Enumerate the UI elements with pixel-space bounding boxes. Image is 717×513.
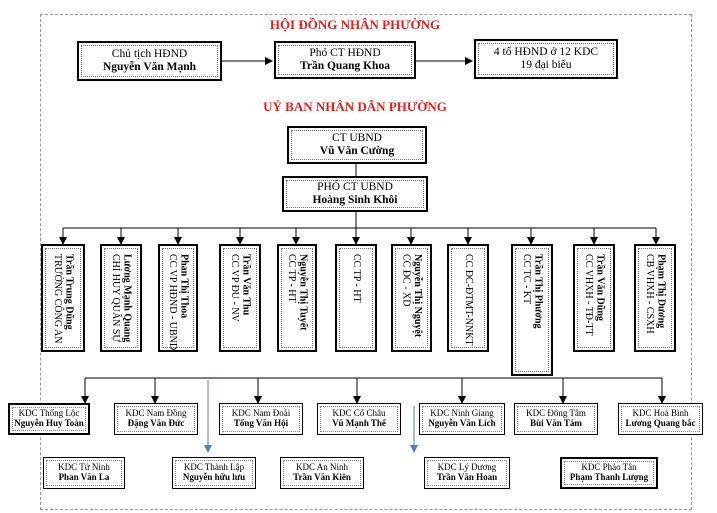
kdc-head: Đặng Văn Đức: [127, 418, 185, 428]
kdc-head: Tống Văn Hội: [233, 418, 289, 428]
dept-role: CHỈ HUY QUÂN SỰ: [110, 254, 121, 343]
dept-role: CC TC - KT: [521, 254, 532, 305]
dept-role: CC TP - HT: [350, 254, 362, 303]
kdc-box: KDC Đông Tâm Bùi Văn Tám: [514, 403, 598, 435]
committee-chair-name: Vũ Văn Cường: [319, 145, 395, 157]
kdc-head: Nguyễn hữu lưu: [182, 472, 246, 482]
dept-role: CC VHXH - TĐ-TT: [583, 254, 594, 336]
kdc-label: KDC Nam Đoài: [231, 408, 291, 419]
committee-vice-box: PHÓ CT UBND Hoàng Sinh Khôi: [282, 176, 428, 212]
dept-name: Trần Văn Dũng: [594, 254, 606, 321]
kdc-label: KDC Nam Đồng: [125, 408, 187, 419]
dept-box: CB VHXH - CSXH Phạm Thị Dương: [634, 244, 676, 352]
kdc-label: KDC Lý Dương: [437, 462, 497, 473]
committee-vice-role: PHÓ CT UBND: [317, 181, 393, 194]
kdc-label: KDC Phảo Tân: [581, 462, 637, 473]
council-delegates-box: 4 tổ HĐND ở 12 KDC 19 đại biểu: [474, 39, 618, 79]
council-chair-box: Chủ tịch HĐND Nguyễn Văn Mạnh: [77, 41, 222, 81]
delegates-line1: 4 tổ HĐND ở 12 KDC: [493, 46, 599, 59]
kdc-label: KDC Đông Tâm: [526, 408, 586, 419]
dept-name: Trần Trung Dũng: [63, 254, 75, 330]
dept-name: Lương Mạnh Quang: [121, 254, 133, 343]
kdc-label: KDC An Ninh: [295, 462, 348, 473]
dept-box: TRƯỞNG CÔNG AN Trần Trung Dũng: [41, 244, 85, 352]
committee-chair-box: CT UBND Vũ Văn Cường: [287, 126, 427, 164]
dept-box: CC ĐC-ĐTMT-NNKT: [447, 244, 489, 352]
dept-box: CHỈ HUY QUÂN SỰ Lương Mạnh Quang: [100, 244, 142, 352]
kdc-label: KDC Ninh Giang: [430, 408, 494, 419]
council-chair-role: Chủ tịch HĐND: [111, 48, 188, 61]
outer-frame: [40, 14, 692, 510]
kdc-head: Trần Văn Kiên: [293, 472, 351, 482]
kdc-box: KDC Phảo Tân Phạm Thanh Lượng: [560, 457, 658, 489]
kdc-box: KDC Hoà Bình Lương Quang bắc: [618, 403, 703, 435]
dept-name: Phan Thị Thoa: [178, 254, 190, 319]
dept-name: Nguyễn Thị Tuyết: [297, 254, 309, 331]
kdc-head: Bùi Văn Tám: [530, 418, 582, 428]
kdc-box: KDC Thành Lập Nguyễn hữu lưu: [172, 457, 256, 489]
kdc-label: KDC Thống Lộc: [18, 408, 80, 419]
dept-name: Phạm Thị Dương: [655, 254, 667, 329]
dept-box: CC VHXH - TĐ-TT Trần Văn Dũng: [573, 244, 615, 352]
kdc-box: KDC Ninh Giang Nguyễn Văn Lích: [419, 403, 505, 435]
kdc-label: KDC Cổ Châu: [332, 408, 386, 419]
dept-role: CC VP ĐU - NV: [229, 254, 240, 322]
dept-box: CC TP - HT: [335, 244, 377, 352]
kdc-box: KDC Cổ Châu Vũ Mạnh Thể: [317, 403, 401, 435]
kdc-head: Nguyễn Huy Toàn: [14, 418, 84, 428]
committee-title: UỶ BAN NHÂN DÂN PHƯỜNG: [263, 99, 447, 114]
kdc-box: KDC An Ninh Trần Văn Kiên: [280, 457, 364, 489]
dept-name: Trần Thị Phương: [532, 254, 544, 329]
dept-name: Trần Văn Thu: [240, 254, 252, 316]
kdc-head: Vũ Mạnh Thể: [332, 418, 386, 428]
dept-box: CC VP HĐND - UBND Phan Thị Thoa: [158, 244, 198, 352]
kdc-head: Trần Văn Hoan: [436, 472, 498, 482]
committee-chair-role: CT UBND: [332, 132, 382, 145]
kdc-box: KDC Thống Lộc Nguyễn Huy Toàn: [8, 403, 90, 435]
kdc-head: Lương Quang bắc: [625, 418, 696, 428]
council-chair-name: Nguyễn Văn Mạnh: [102, 61, 197, 73]
council-vice-box: Phó CT HĐND Trần Quang Khoa: [274, 41, 416, 79]
dept-role: CC ĐC-ĐTMT-NNKT: [462, 254, 474, 346]
kdc-box: KDC Tứ Ninh Phan Văn La: [43, 457, 125, 489]
committee-vice-name: Hoàng Sinh Khôi: [312, 194, 398, 206]
council-title: HỘI ĐỒNG NHÂN PHƯỜNG: [269, 17, 441, 32]
dept-name: Nguyễn Thị Nguyệt: [412, 254, 423, 338]
council-vice-name: Trần Quang Khoa: [300, 60, 390, 72]
kdc-box: KDC Nam Đoài Tống Văn Hội: [219, 403, 303, 435]
kdc-head: Nguyễn Văn Lích: [428, 418, 496, 428]
dept-role: CB VHXH - CSXH: [644, 254, 655, 334]
dept-role: CC VP HĐND - UBND: [167, 254, 178, 351]
dept-box: CC TC - KT Trần Thị Phương: [511, 244, 553, 376]
delegates-line2: 19 đại biểu: [520, 59, 572, 71]
dept-role: CC ĐC - XD: [400, 254, 412, 307]
council-vice-role: Phó CT HĐND: [309, 47, 381, 60]
kdc-head: Phạm Thanh Lượng: [569, 472, 649, 482]
kdc-label: KDC Thành Lập: [183, 462, 245, 473]
dept-box: CC VP ĐU - NV Trần Văn Thu: [219, 244, 261, 352]
dept-box: CC TP - HT Nguyễn Thị Tuyết: [277, 244, 317, 352]
kdc-label: KDC Hoà Bình: [632, 408, 689, 419]
dept-box: CC ĐC - XD Nguyễn Thị Nguyệt: [391, 244, 432, 352]
kdc-label: KDC Tứ Ninh: [58, 462, 110, 473]
dept-role: CC TP - HT: [286, 254, 297, 303]
kdc-head: Phan Văn La: [58, 472, 110, 482]
kdc-box: KDC Nam Đồng Đặng Văn Đức: [114, 403, 198, 435]
kdc-box: KDC Lý Dương Trần Văn Hoan: [424, 457, 510, 489]
dept-role: TRƯỞNG CÔNG AN: [52, 254, 63, 344]
